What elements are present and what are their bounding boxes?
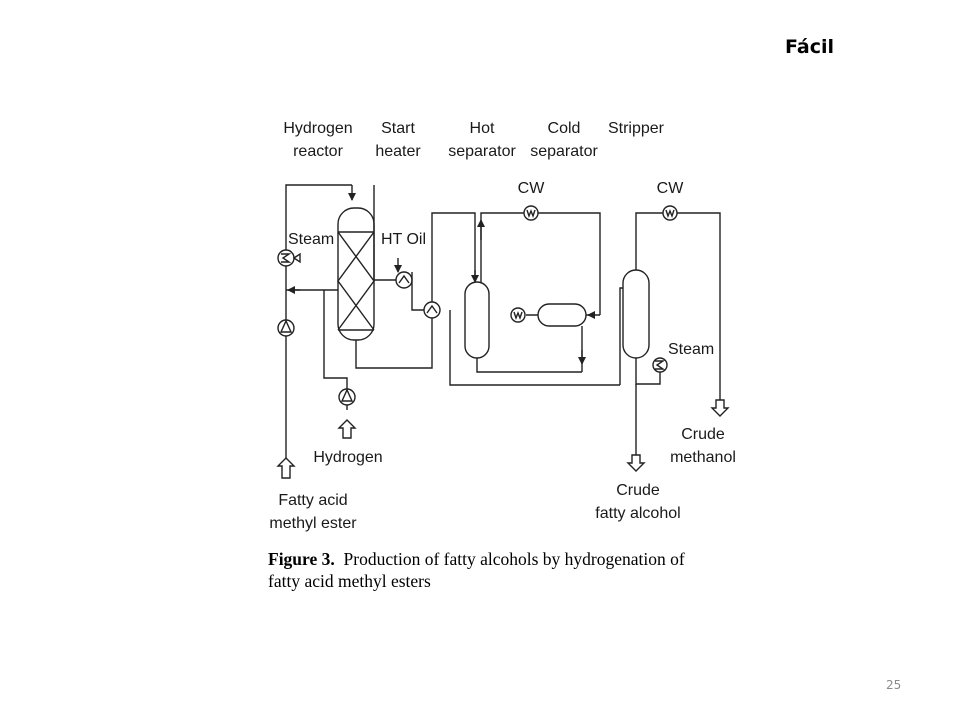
label-ht-oil: HT Oil xyxy=(381,231,426,248)
label-steam-right: Steam xyxy=(668,341,714,358)
label-start-heater-line2: heater xyxy=(375,143,421,160)
label-fame-line2: methyl ester xyxy=(269,515,357,532)
exchanger-symbol xyxy=(426,304,438,314)
label-start-heater-line1: Start xyxy=(381,120,415,137)
label-hydrogen-reactor-line1: Hydrogen xyxy=(283,120,352,137)
caption-line-1-text: Production of fatty alcohols by hydrogen… xyxy=(343,549,685,569)
cooling-water-left-icon xyxy=(523,205,539,221)
crude-methanol-arrow-icon xyxy=(710,399,730,417)
hot-separator-vapor-line xyxy=(480,212,601,315)
label-stripper: Stripper xyxy=(608,120,665,137)
fame-feed-arrow-icon xyxy=(276,457,296,479)
label-cw-left: CW xyxy=(518,180,546,197)
label-cold-separator-line2: separator xyxy=(530,143,598,160)
caption-line-1: Figure 3. Production of fatty alcohols b… xyxy=(268,548,788,570)
crude-fatty-alcohol-arrow-icon xyxy=(626,454,646,472)
cold-cooler-symbol xyxy=(513,311,523,321)
hot-separator-bottom-line xyxy=(476,358,582,373)
label-hot-separator-line2: separator xyxy=(448,143,516,160)
label-fame-line1: Fatty acid xyxy=(278,492,347,509)
start-heater-icon xyxy=(395,271,413,289)
exchanger-inlet-line xyxy=(411,290,424,311)
caption-figure-label: Figure 3. xyxy=(268,549,335,569)
label-hydrogen-feed: Hydrogen xyxy=(313,449,382,466)
label-cw-right: CW xyxy=(657,180,685,197)
stripper-vessel xyxy=(622,269,650,359)
hydrogen-feed-arrow-icon xyxy=(337,419,357,439)
label-steam-left: Steam xyxy=(288,231,334,248)
steam-reboiler-icon xyxy=(652,357,668,373)
steam-heater-left-symbol xyxy=(281,253,292,263)
hot-separator-feed-line xyxy=(431,212,476,302)
reactor-outlet-line xyxy=(355,318,433,369)
reboiler-symbol xyxy=(655,360,666,370)
liquid-to-stripper-line xyxy=(449,310,620,386)
hydrogen-compressor-symbol xyxy=(340,388,354,402)
label-crude-methanol-line1: Crude xyxy=(681,426,725,443)
stripper-feed-line xyxy=(619,287,623,385)
stripper-overhead-line xyxy=(635,212,721,400)
steam-valve-left-icon xyxy=(292,252,301,264)
label-hot-separator-line1: Hot xyxy=(470,120,495,137)
cooling-water-right-icon xyxy=(662,205,678,221)
cw-right-symbol xyxy=(665,209,675,219)
figure-caption: Figure 3. Production of fatty alcohols b… xyxy=(268,548,788,592)
cold-cooler-icon xyxy=(510,307,526,323)
cw-left-symbol xyxy=(526,209,536,219)
steam-heater-left-icon xyxy=(277,249,295,267)
slide-title: Fácil xyxy=(785,36,834,58)
reactor-catalyst-bed-icon xyxy=(337,231,375,331)
start-heater-line xyxy=(373,185,400,281)
label-crude-methanol-line2: methanol xyxy=(670,449,736,466)
label-crude-fatty-alcohol-line1: Crude xyxy=(616,482,660,499)
start-heater-symbol xyxy=(398,274,410,284)
caption-line-2: fatty acid methyl esters xyxy=(268,571,431,591)
fame-pump-symbol xyxy=(279,319,293,333)
label-hydrogen-reactor-line2: reactor xyxy=(293,143,343,160)
feed-effluent-exchanger-icon xyxy=(423,301,441,319)
reboiler-loop-line xyxy=(635,358,661,385)
fame-feed-line xyxy=(285,184,352,460)
hot-separator-vessel xyxy=(464,281,490,359)
page-number: 25 xyxy=(886,678,902,692)
label-crude-fatty-alcohol-line2: fatty alcohol xyxy=(595,505,680,522)
label-cold-separator-line1: Cold xyxy=(548,120,581,137)
cold-separator-vessel xyxy=(537,303,587,327)
